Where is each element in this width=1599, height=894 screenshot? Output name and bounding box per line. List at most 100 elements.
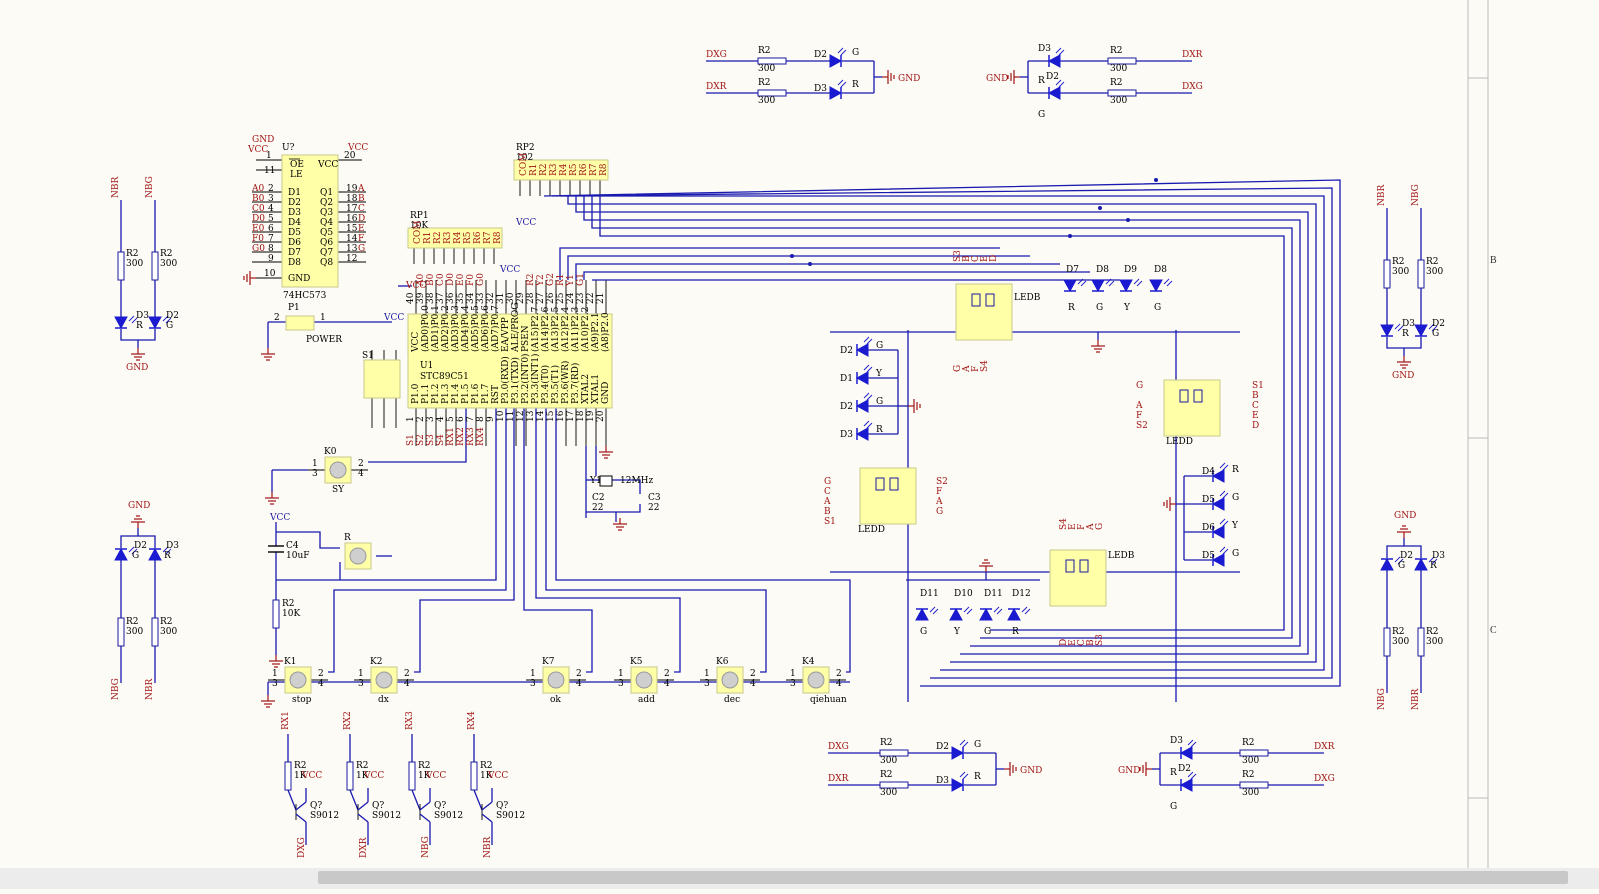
seven-seg-digit [1079, 559, 1089, 573]
ground-symbol [599, 446, 613, 459]
led-color: R [136, 321, 143, 331]
net-label: NBR [111, 177, 121, 198]
pin-num: 9 [486, 416, 496, 422]
led-d10 [949, 606, 973, 621]
pin-name: (AD3)P0.3 [450, 305, 461, 352]
pin-num: 18 [576, 410, 586, 422]
pin-num: 16 [346, 214, 358, 224]
wire [481, 813, 493, 823]
led-ref: D2 [840, 346, 853, 356]
led-ref: D11 [984, 589, 1003, 599]
led-ref: D7 [1066, 265, 1079, 275]
pin-name: P1.3 [441, 383, 451, 404]
pin-num: 2 [358, 459, 364, 469]
disp-pin: A [962, 365, 972, 373]
pin-name: P3.0(RXD) [500, 356, 511, 404]
led-color: Y [1123, 303, 1131, 313]
pin-name: P1.7 [481, 383, 491, 404]
cap-value: 10uF [286, 551, 310, 561]
resistor-value: 300 [160, 259, 177, 269]
key-k1 [284, 666, 312, 694]
pin-name: (A13)P2.5 [550, 306, 561, 352]
resistor-ref: R2 [1392, 627, 1405, 637]
pin-num: 5 [446, 416, 456, 422]
gnd-label: GND [1118, 766, 1140, 776]
pin-num: 17 [566, 410, 576, 422]
pin-name: Q7 [320, 248, 333, 258]
led-ref: D2 [1432, 319, 1445, 329]
net-label: B0 [426, 273, 436, 286]
display-label: LEDB [1108, 551, 1135, 561]
ground-symbol [131, 515, 145, 528]
rp-pin: R1 [423, 231, 433, 244]
led-d12 [1007, 606, 1031, 621]
pin-num: 17 [346, 204, 358, 214]
net-label-dxg: DXG [706, 50, 727, 60]
led-ref: D3 [1432, 551, 1445, 561]
pin-num: 3 [272, 679, 278, 689]
pin-name: LE [290, 170, 303, 180]
junction-dot [1154, 178, 1158, 182]
pin-name: (A15)P2.7 [530, 306, 541, 352]
disp-pin: S4 [1059, 518, 1069, 530]
led-color: R [1402, 329, 1409, 339]
resistor [284, 761, 292, 791]
led-ref: D3 [1402, 319, 1415, 329]
led-g [1380, 556, 1404, 571]
net-label: RX3 [466, 427, 476, 446]
resistor [1107, 89, 1137, 97]
horizontal-scrollbar[interactable] [0, 868, 1599, 889]
pin-name: (AD6)P0.6 [480, 305, 491, 352]
net-label-dxg: DXG [1182, 82, 1203, 92]
net-label: DXG [297, 837, 307, 858]
transistor-part: S9012 [496, 811, 525, 821]
vcc-label: VCC [247, 145, 268, 155]
rp-ref: RP1 [410, 211, 429, 221]
mcu-ref: U1 [420, 361, 433, 371]
scrollbar-thumb[interactable] [318, 871, 1568, 884]
net-label: C [358, 204, 365, 214]
net-label: NBR [483, 837, 493, 858]
net-label: RX2 [343, 711, 353, 730]
junction-dot [1126, 218, 1130, 222]
led-ref: D2 [166, 311, 179, 321]
pin-num: 10 [264, 269, 276, 279]
led-d3 [855, 420, 873, 441]
resistor-ref: R2 [480, 761, 493, 771]
pin-num: 39 [416, 292, 426, 304]
junction-dot [790, 254, 794, 258]
pin-num: 20 [344, 151, 356, 161]
pin-name: PSEN [521, 325, 531, 352]
disp-pin: F [971, 366, 981, 372]
led-d2 [1047, 79, 1065, 100]
wire [551, 187, 1333, 679]
disp-pin: A [1086, 523, 1096, 531]
disp-pin: F [1136, 411, 1142, 421]
gnd-label: GND [252, 135, 274, 145]
pin-name: D1 [288, 188, 301, 198]
led-r [1380, 323, 1404, 338]
pin-num: 37 [436, 292, 446, 304]
seven-seg-digit [875, 477, 885, 491]
ground-symbol [261, 348, 275, 361]
net-label-dxg: DXG [828, 742, 849, 752]
net-label: A0 [416, 274, 426, 287]
pin-num: 19 [346, 184, 358, 194]
vcc-label: VCC [405, 281, 426, 291]
transistor-ref: Q? [372, 801, 384, 811]
transistor-ref: Q? [496, 801, 508, 811]
disp-pin: B [962, 255, 972, 262]
led-color: Y [1231, 521, 1239, 531]
resistor [1383, 259, 1391, 289]
rp-pin: R7 [589, 163, 599, 176]
pin-num: 34 [466, 292, 476, 304]
key-label: qiehuan [810, 695, 847, 705]
led-color: G [852, 48, 859, 58]
key-k2 [370, 666, 398, 694]
resistor-value: 10K [282, 609, 300, 619]
rp-pin: R4 [453, 231, 463, 244]
led-ref: D8 [1096, 265, 1109, 275]
pin-name: (AD2)P0.2 [440, 305, 451, 352]
resistor-ref: R2 [1392, 257, 1405, 267]
